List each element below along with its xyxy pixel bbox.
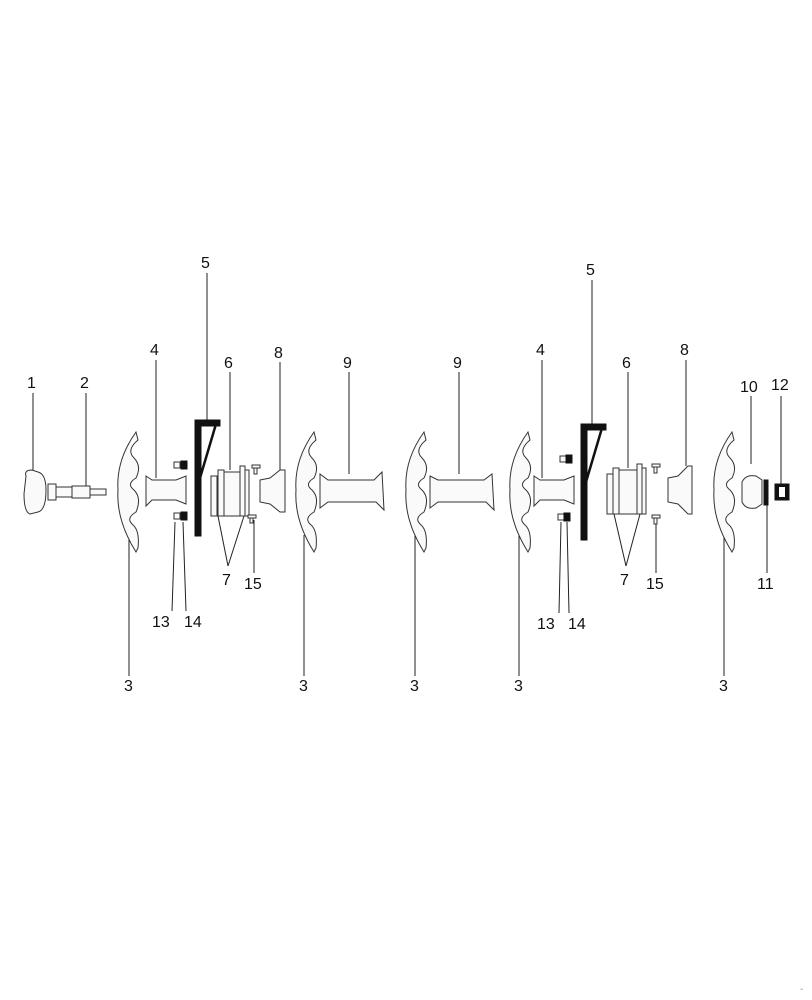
callout-8: 8 — [680, 342, 689, 359]
part-long-spool — [319, 470, 385, 512]
part-disc — [117, 430, 140, 554]
callout-7: 7 — [620, 572, 629, 589]
callout-14: 14 — [184, 614, 202, 631]
part-hub-assembly — [606, 463, 647, 515]
part-sleeve — [667, 465, 693, 515]
leader-lines — [32, 273, 782, 676]
callout-2: 2 — [80, 375, 89, 392]
callout-11: 11 — [757, 576, 774, 593]
callout-5: 5 — [586, 262, 595, 279]
callout-13: 13 — [537, 616, 555, 633]
callout-9: 9 — [453, 355, 462, 372]
part-bolt — [47, 483, 107, 501]
part-disc — [713, 430, 736, 554]
callout-4: 4 — [150, 342, 159, 359]
callout-3: 3 — [514, 678, 523, 695]
part-spool — [533, 475, 575, 508]
callout-7: 7 — [222, 572, 231, 589]
callout-15: 15 — [244, 576, 262, 593]
parts — [23, 419, 790, 554]
part-end-hub — [741, 475, 763, 509]
part-cap — [23, 469, 47, 515]
part-end-nut — [774, 483, 790, 501]
callout-3: 3 — [719, 678, 728, 695]
part-long-spool — [429, 473, 495, 512]
part-spool — [145, 475, 187, 508]
part-hub-assembly — [210, 465, 250, 517]
part-disc — [295, 430, 318, 554]
part-nuts — [173, 454, 573, 522]
part-disc — [509, 430, 532, 554]
callout-labels: 1 2 4 5 6 8 9 9 4 5 6 8 10 12 7 15 7 15 … — [27, 255, 803, 995]
part-sleeve — [259, 469, 286, 513]
part-bracket — [194, 419, 221, 537]
callout-6: 6 — [224, 355, 233, 372]
callout-9: 9 — [343, 355, 352, 372]
callout-8: 8 — [274, 345, 283, 362]
part-disc — [405, 430, 428, 554]
part-washer — [763, 479, 769, 506]
stray-mark: - — [800, 984, 803, 995]
callout-14: 14 — [568, 616, 586, 633]
callout-3: 3 — [299, 678, 308, 695]
part-small-bolts — [247, 463, 661, 525]
callout-15: 15 — [646, 576, 664, 593]
callout-3: 3 — [410, 678, 419, 695]
callout-13: 13 — [152, 614, 170, 631]
part-bracket — [580, 423, 607, 541]
callout-10: 10 — [740, 379, 758, 396]
callout-4: 4 — [536, 342, 545, 359]
callout-12: 12 — [771, 377, 789, 394]
callout-6: 6 — [622, 355, 631, 372]
callout-3: 3 — [124, 678, 133, 695]
callout-1: 1 — [27, 375, 36, 392]
callout-5: 5 — [201, 255, 210, 272]
